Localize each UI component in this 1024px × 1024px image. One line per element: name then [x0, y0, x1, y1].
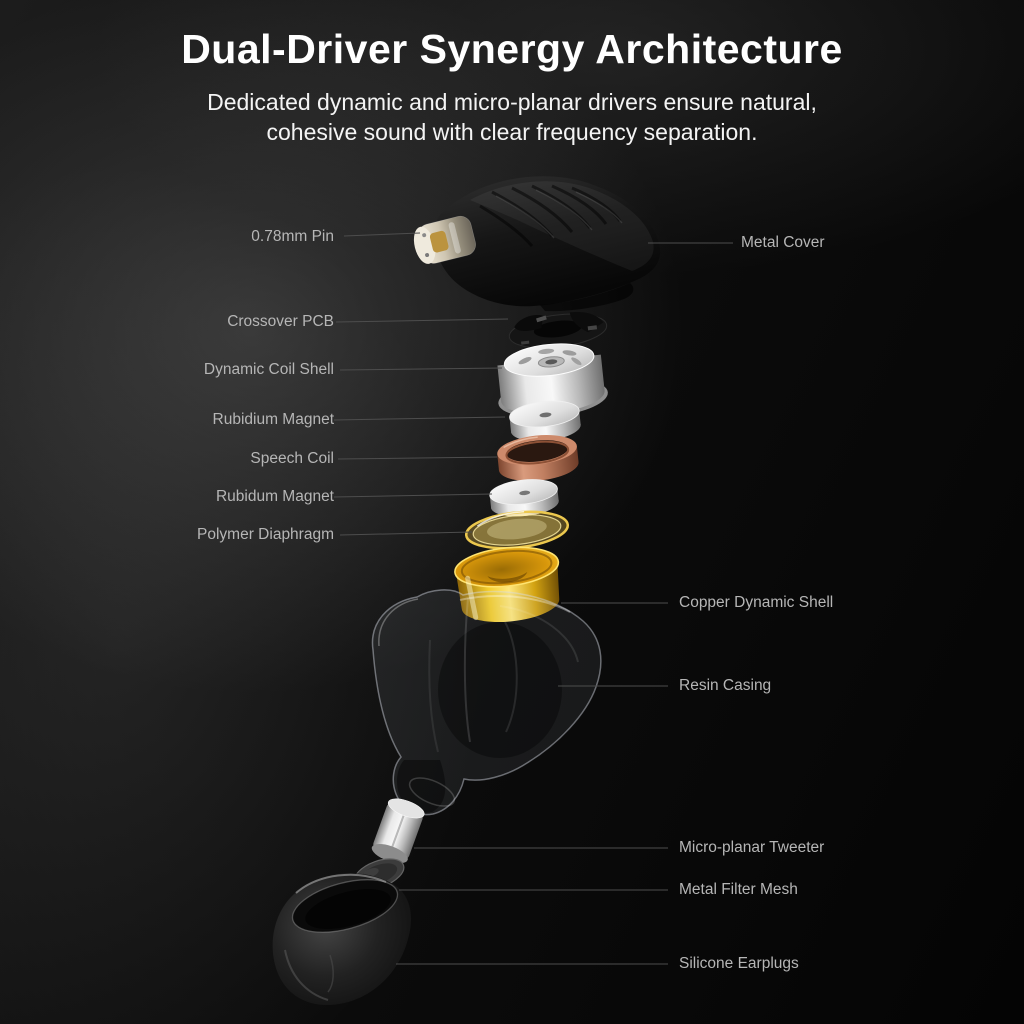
leader-lines: [333, 232, 733, 965]
leader-line-crossover-pcb: [335, 318, 509, 323]
leader-line-polymer-diaphragm: [339, 531, 473, 536]
cover-wave-highlights: [495, 189, 623, 239]
label-metal-filter-mesh: Metal Filter Mesh: [679, 881, 798, 898]
polymer-diaphragm-illustration: [464, 510, 570, 550]
leader-line-dynamic-coil-shell: [339, 367, 503, 371]
label-copper-dynamic-shell: Copper Dynamic Shell: [679, 594, 834, 611]
label-pin: 0.78mm Pin: [251, 228, 334, 245]
label-dynamic-coil-shell: Dynamic Coil Shell: [203, 361, 334, 378]
leader-line-pin: [343, 232, 421, 237]
rubidium-magnet-bottom-illustration: [489, 479, 559, 517]
label-silicone-earplugs: Silicone Earplugs: [679, 955, 799, 972]
page-title: Dual-Driver Synergy Architecture: [181, 26, 843, 72]
leader-line-rubidium-magnet-top: [333, 416, 506, 421]
label-resin-casing: Resin Casing: [679, 677, 772, 694]
label-metal-cover: Metal Cover: [741, 234, 825, 251]
pin-connector-illustration: [413, 215, 476, 264]
copper-dynamic-shell-illustration: [454, 546, 560, 622]
metal-cover-illustration: [434, 176, 661, 312]
speech-coil-illustration: [497, 435, 579, 481]
subtitle-line-1: Dedicated dynamic and micro-planar drive…: [207, 89, 817, 115]
label-rubidium-magnet-top: Rubidium Magnet: [212, 411, 334, 428]
label-polymer-diaphragm: Polymer Diaphragm: [197, 526, 334, 543]
leader-line-rubidium-magnet-bottom: [333, 493, 493, 498]
cover-wave-texture: [479, 184, 622, 247]
crossover-pcb-illustration: [508, 311, 608, 349]
label-rubidium-magnet-bottom: Rubidum Magnet: [215, 488, 334, 505]
leader-line-speech-coil: [337, 456, 498, 460]
label-micro-planar-tweeter: Micro-planar Tweeter: [679, 839, 825, 856]
subtitle-line-2: cohesive sound with clear frequency sepa…: [266, 119, 758, 145]
resin-casing-illustration: [371, 589, 602, 816]
silicone-earplug-illustration: [272, 873, 412, 1006]
label-speech-coil: Speech Coil: [250, 450, 334, 467]
rubidium-magnet-top-illustration: [509, 400, 581, 442]
micro-planar-tweeter-illustration: [371, 798, 425, 864]
label-crossover-pcb: Crossover PCB: [227, 313, 334, 330]
